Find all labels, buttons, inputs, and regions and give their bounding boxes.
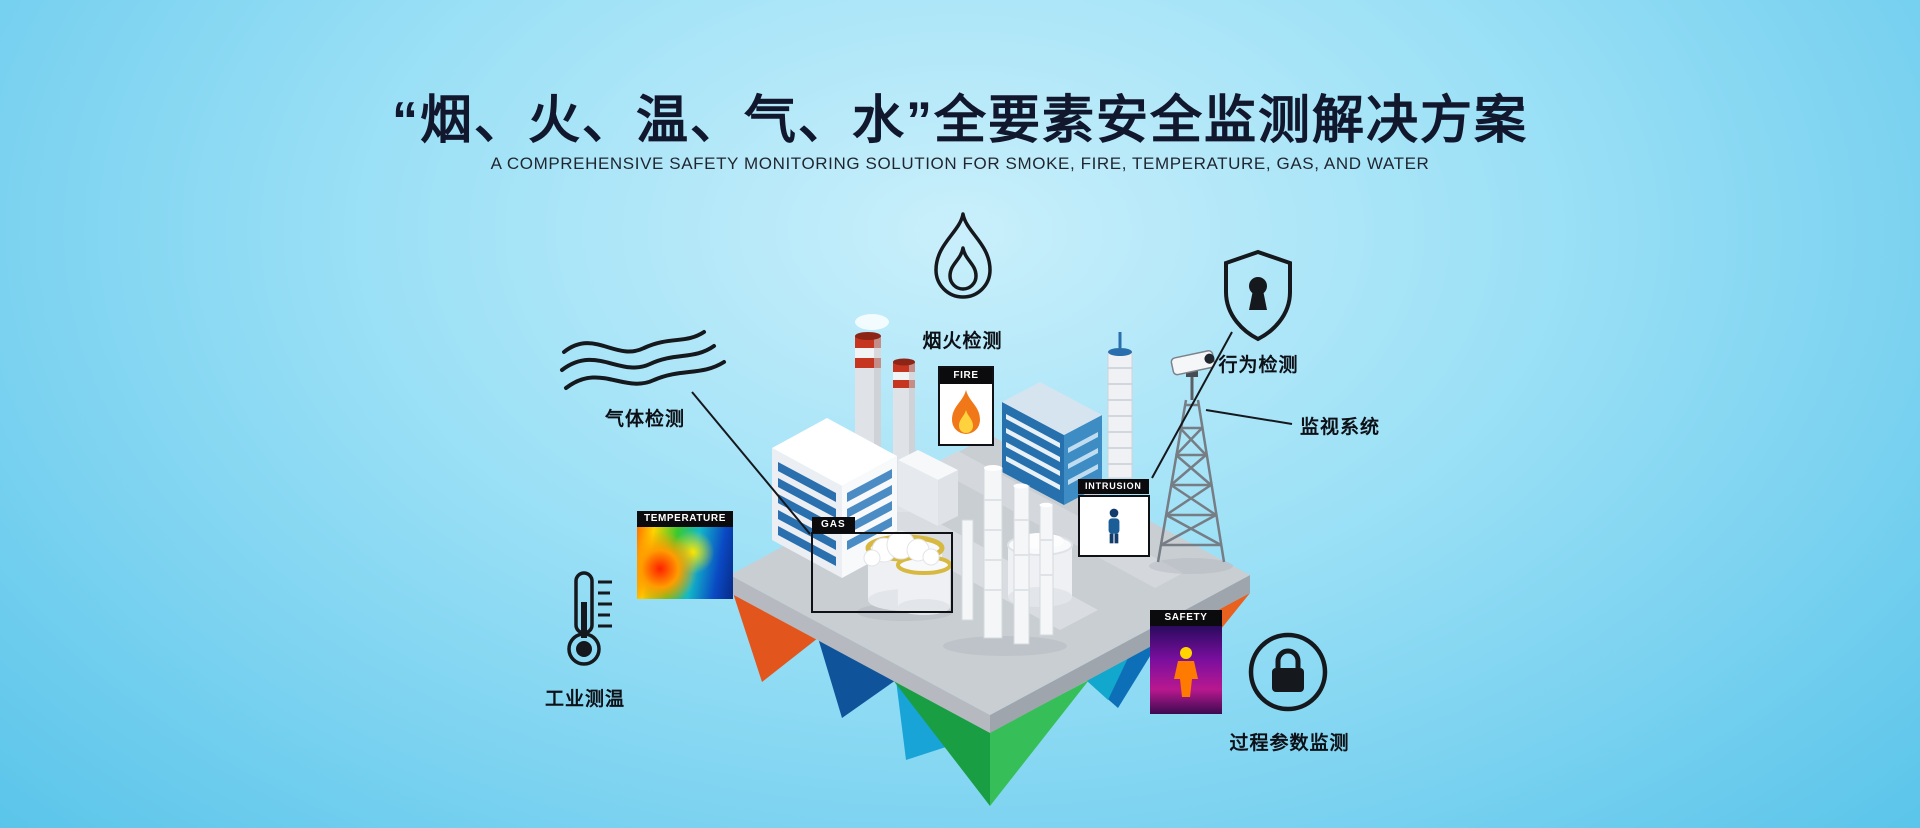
gas-smoke-puffs [863,530,940,567]
callout-process-parameter-label: 过程参数监测 [1229,733,1350,754]
distillation-columns [961,465,1054,645]
safety-thermal-thumbnail: SAFETY [1150,610,1222,714]
callout-gas-detection-label: 气体检测 [604,409,685,430]
callout-surveillance-system-label: 监视系统 [1300,417,1381,438]
flame-outline-icon [934,212,992,299]
intrusion-tag-label: INTRUSION [1078,479,1149,494]
callout-behavior-detection-label: 行为检测 [1218,355,1299,376]
safety-tag-label: SAFETY [1150,610,1222,626]
process-tower [1107,332,1133,479]
utility-building [898,450,958,526]
gas-outline-box [811,532,953,613]
chimney-smoke [855,314,889,330]
callout-smoke-fire-detection-label: 烟火检测 [922,331,1003,352]
gas-waves-icon [560,330,726,390]
thermal-person-image [1150,626,1222,714]
page-title: “烟、火、温、气、水”全要素安全监测解决方案 [391,92,1528,150]
cctv-camera [1170,350,1216,400]
surveillance-tower [1156,399,1226,563]
temperature-thermal-thumbnail: TEMPERATURE [637,511,733,599]
shield-keyhole-icon [1224,249,1292,342]
temperature-tag-label: TEMPERATURE [637,511,733,527]
fire-detection-box: FIRE [938,366,994,446]
worker-icon [1108,508,1120,544]
thermometer-icon [567,571,612,666]
gas-tag-label: GAS [812,517,855,533]
fire-flame-icon [952,390,980,434]
callout-lines [691,331,1293,535]
callout-industrial-thermometry-label: 工业测温 [544,689,625,710]
gas-tank-cluster [863,530,952,615]
fire-tag-label: FIRE [940,368,992,384]
louver-building [1002,382,1102,505]
thermal-image [637,527,733,599]
padlock-circle-icon [1248,632,1328,712]
thermal-person-silhouette [1174,646,1198,697]
page-subtitle: A COMPREHENSIVE SAFETY MONITORING SOLUTI… [490,154,1430,173]
intrusion-detection-box [1078,495,1150,557]
